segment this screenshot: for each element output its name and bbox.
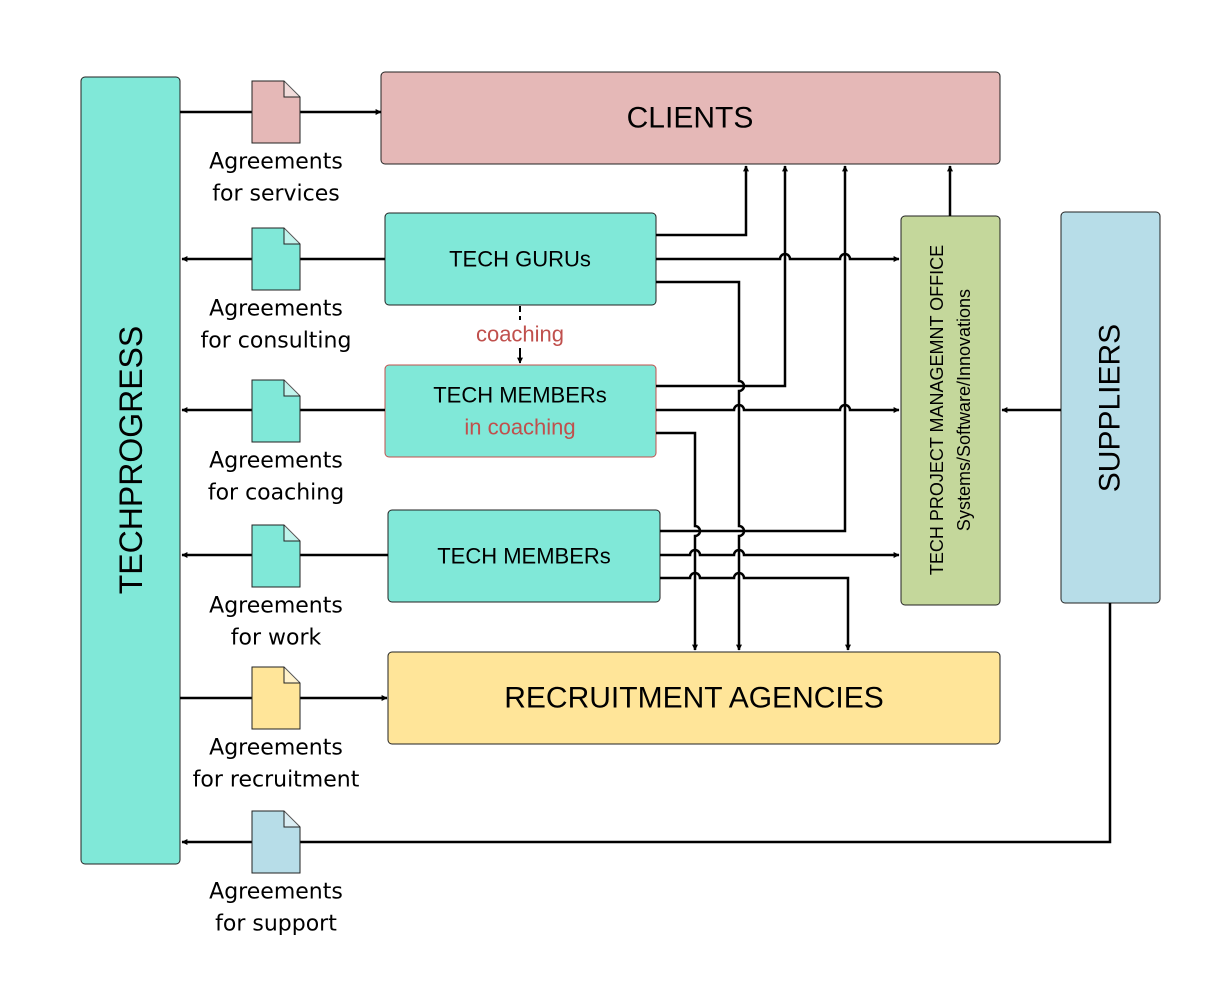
pmo-line1: TECH PROJECT MANAGEMNT OFFICE [927, 245, 947, 575]
agreement-item: Agreements for support [209, 810, 343, 937]
agreement-caption-line2: for services [212, 182, 340, 207]
tech-gurus-box[interactable]: TECH GURUs [384, 212, 657, 306]
tech-members-label: TECH MEMBERs [437, 544, 611, 569]
agreement-caption-line1: Agreements [209, 736, 343, 761]
tech-members-coaching-box[interactable]: TECH MEMBERs in coaching [384, 364, 657, 458]
agreement-caption-line2: for coaching [208, 481, 344, 506]
right-connectors [656, 165, 1061, 651]
pmo-line2: Systems/Software/Innovations [954, 289, 974, 531]
tech-members-coaching-line2: in coaching [464, 415, 575, 440]
agreement-caption-line1: Agreements [209, 880, 343, 905]
tech-gurus-label: TECH GURUs [449, 247, 591, 272]
guru-to-clients [656, 165, 749, 237]
coaching-label: coaching [476, 322, 564, 347]
agreement-caption-line2: for recruitment [193, 768, 360, 793]
members-to-pmo [660, 548, 900, 558]
members-to-clients [660, 165, 848, 533]
pmo-box[interactable]: TECH PROJECT MANAGEMNT OFFICE Systems/So… [900, 215, 1001, 606]
techprogress-label: TECHPROGRESS [113, 326, 149, 594]
agreement-caption-line2: for consulting [201, 329, 352, 354]
document-icon [251, 227, 301, 291]
document-icon [251, 524, 301, 588]
document-icon [251, 666, 301, 730]
tech-members-box[interactable]: TECH MEMBERs [387, 509, 661, 603]
guru-to-pmo [656, 252, 900, 262]
recruitment-agencies-box[interactable]: RECRUITMENT AGENCIES [387, 651, 1001, 745]
agreement-caption-line1: Agreements [209, 297, 343, 322]
agreement-caption-line1: Agreements [209, 150, 343, 175]
guru-to-recruitment [656, 280, 746, 651]
clients-label: CLIENTS [627, 102, 754, 135]
techprogress-box[interactable]: TECHPROGRESS [80, 76, 181, 865]
clients-box[interactable]: CLIENTS [380, 71, 1001, 165]
agreement-item: Agreements for consulting [201, 227, 352, 354]
agreement-item: Agreements for recruitment [193, 666, 360, 793]
document-icon [251, 810, 301, 874]
suppliers-box[interactable]: SUPPLIERS [1060, 211, 1161, 604]
agreement-caption-line2: for support [215, 912, 337, 937]
agreement-caption-line2: for work [231, 626, 322, 651]
recruitment-agencies-label: RECRUITMENT AGENCIES [504, 682, 884, 715]
coaching-to-recruitment [656, 431, 702, 651]
document-icon [251, 80, 301, 144]
coaching-to-pmo [656, 403, 900, 413]
connector-support [181, 603, 1112, 845]
agreement-item: Agreements for work [209, 524, 343, 651]
coaching-to-clients [656, 165, 788, 388]
agreement-item: Agreements for services [209, 80, 343, 207]
agreement-caption-line1: Agreements [209, 449, 343, 474]
document-icon [251, 379, 301, 443]
tech-members-coaching-line1: TECH MEMBERs [433, 383, 607, 408]
members-to-recruitment [660, 571, 851, 651]
agreement-caption-line1: Agreements [209, 594, 343, 619]
agreement-item: Agreements for coaching [208, 379, 344, 506]
suppliers-label: SUPPLIERS [1094, 324, 1127, 492]
